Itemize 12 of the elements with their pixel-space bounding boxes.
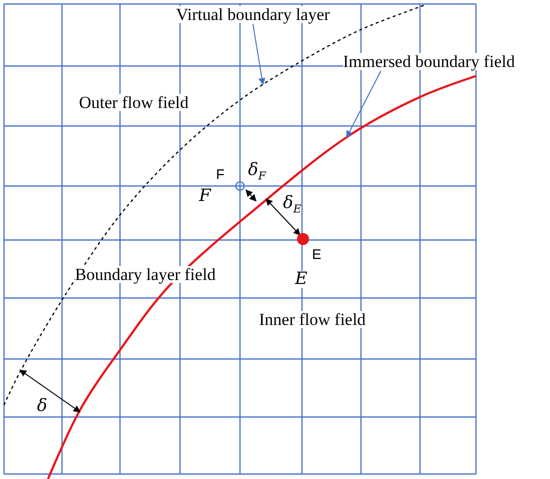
distance-label: δ$_{E}$ (283, 195, 302, 214)
distance-label: δ$_{F}$ (248, 162, 266, 182)
leader-line (346, 70, 382, 138)
point-label: E (295, 271, 308, 288)
immersed-boundary-curve (46, 74, 476, 479)
region-label: Outer flow field (79, 94, 189, 111)
leader-line (252, 24, 266, 86)
region-label: Immersed boundary field (343, 53, 515, 70)
region-label: Boundary layer field (75, 266, 216, 283)
point-label: F (216, 167, 225, 181)
region-label: Inner flow field (259, 311, 366, 328)
point-label: E (312, 247, 322, 261)
